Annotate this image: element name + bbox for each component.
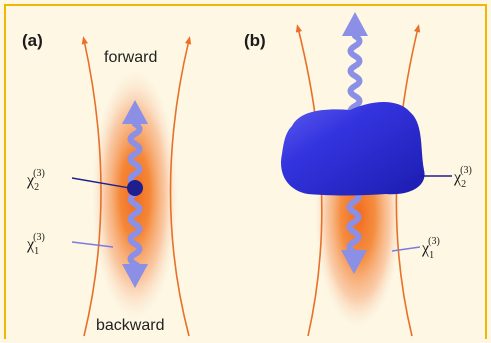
- panel-a: (a) forward backward χ2(3) χ1(3): [22, 31, 192, 337]
- panel-a-forward-label: forward: [104, 49, 157, 66]
- frame-border-top: [4, 4, 487, 6]
- panel-a-wave-arrow: [122, 100, 148, 288]
- panel-b-backward-wave-arrow: [341, 189, 367, 274]
- panel-b: (b) χ2(3) χ1(3): [244, 12, 472, 337]
- panel-a-label: (a): [22, 31, 43, 50]
- frame-border-left: [4, 4, 6, 339]
- panel-a-chi1-leader: [71, 241, 114, 248]
- panel-b-label: (b): [244, 31, 266, 50]
- panel-a-beam-left: [81, 36, 102, 337]
- frame-border-right: [485, 4, 487, 339]
- panel-a-chi1-label: χ1(3): [26, 232, 45, 257]
- panel-b-chi1-label: χ1(3): [421, 236, 440, 261]
- panel-b-chi2-label: χ2(3): [453, 165, 472, 190]
- panel-a-backward-label: backward: [96, 317, 164, 334]
- panel-a-chi2-label: χ2(3): [26, 168, 45, 193]
- panel-a-chi2-leader: [71, 177, 131, 189]
- panel-b-scatterer: [281, 102, 425, 196]
- panel-b-forward-wave-arrow: [342, 12, 368, 119]
- panel-a-particle: [127, 180, 143, 196]
- panel-a-beam-right: [169, 36, 192, 337]
- panel-b-chi1-leader: [391, 246, 421, 252]
